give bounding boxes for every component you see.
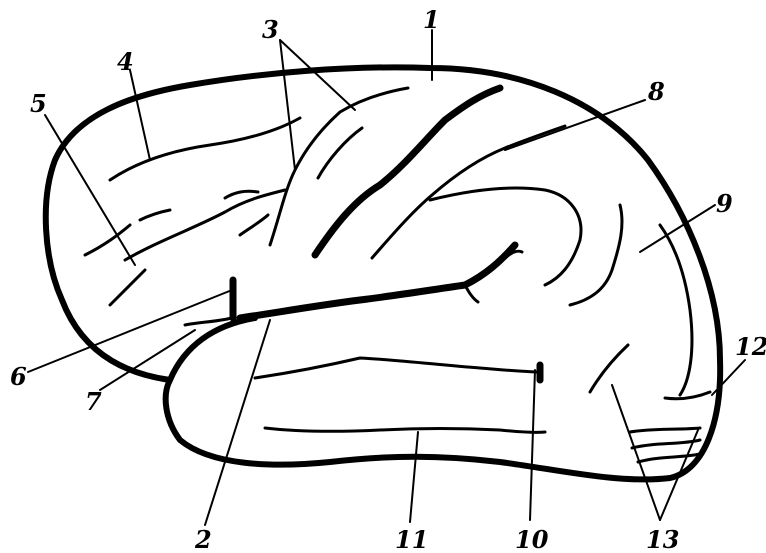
parietal-sulcus-curve: [570, 205, 622, 305]
occipital-sulcus-hook: [665, 392, 710, 399]
label-11: 11: [395, 525, 428, 553]
superior-frontal-sulcus: [110, 118, 300, 180]
leader-2: [205, 320, 270, 525]
lateral-fissure: [240, 245, 515, 318]
leader-3b: [280, 40, 295, 170]
label-9: 9: [716, 189, 733, 218]
frontal-sulcus-short-3: [140, 210, 170, 220]
leader-12: [712, 360, 745, 395]
frontal-sulcus-short-2: [110, 270, 145, 305]
leader-4: [130, 70, 150, 160]
label-13: 13: [646, 525, 679, 553]
label-12: 12: [735, 332, 766, 361]
lateral-fissure-branch: [465, 285, 478, 302]
leader-6: [28, 290, 232, 372]
leader-13a: [612, 385, 660, 520]
label-4: 4: [117, 47, 134, 76]
label-8: 8: [647, 77, 665, 106]
label-2: 2: [194, 525, 212, 553]
label-10: 10: [515, 525, 549, 553]
label-7: 7: [85, 387, 102, 416]
occipital-lateral-line-3: [638, 454, 700, 462]
leader-11: [410, 432, 418, 522]
frontal-sulcus-short-4: [225, 191, 258, 198]
label-6: 6: [10, 362, 27, 391]
occipital-boundary: [660, 225, 692, 395]
occipital-lateral-line-2: [632, 440, 700, 448]
occipital-sulcus-upper: [590, 345, 628, 392]
label-1: 1: [423, 5, 440, 34]
leader-8: [505, 100, 645, 150]
leader-5: [45, 115, 135, 265]
superior-temporal-sulcus: [255, 358, 540, 378]
leader-10: [530, 370, 535, 520]
frontal-sulcus-short-1: [85, 225, 130, 255]
precentral-sulcus-lower: [318, 128, 362, 178]
inferior-temporal-sulcus: [265, 428, 545, 432]
frontal-sulcus-short-5: [240, 215, 268, 235]
central-sulcus: [315, 88, 500, 255]
label-5: 5: [30, 89, 47, 118]
intraparietal-sulcus: [430, 188, 581, 285]
temporal-lobe-contour: [170, 318, 255, 380]
hemisphere-outline: [46, 67, 720, 479]
occipital-lateral-line-1: [630, 428, 700, 432]
label-3: 3: [262, 15, 279, 44]
inferior-frontal-sulcus: [125, 190, 285, 260]
